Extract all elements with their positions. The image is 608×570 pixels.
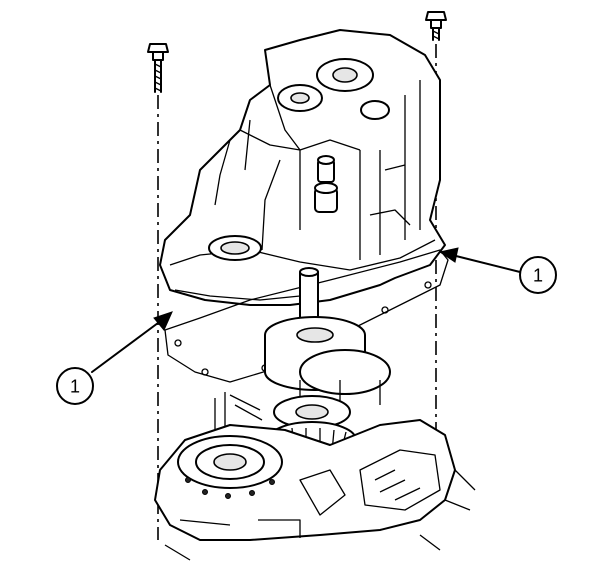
- transaxle-case-upper: [159, 29, 446, 306]
- callout-right: 1: [519, 256, 557, 294]
- callout-right-label: 1: [533, 266, 543, 286]
- callout-arrow-right: [438, 247, 521, 273]
- callout-arrow-left: [91, 311, 173, 373]
- transaxle-case-lower: [154, 419, 476, 561]
- callout-left-label: 1: [70, 377, 80, 397]
- callout-left: 1: [56, 367, 94, 405]
- gear-shaft-assembly: [214, 267, 391, 469]
